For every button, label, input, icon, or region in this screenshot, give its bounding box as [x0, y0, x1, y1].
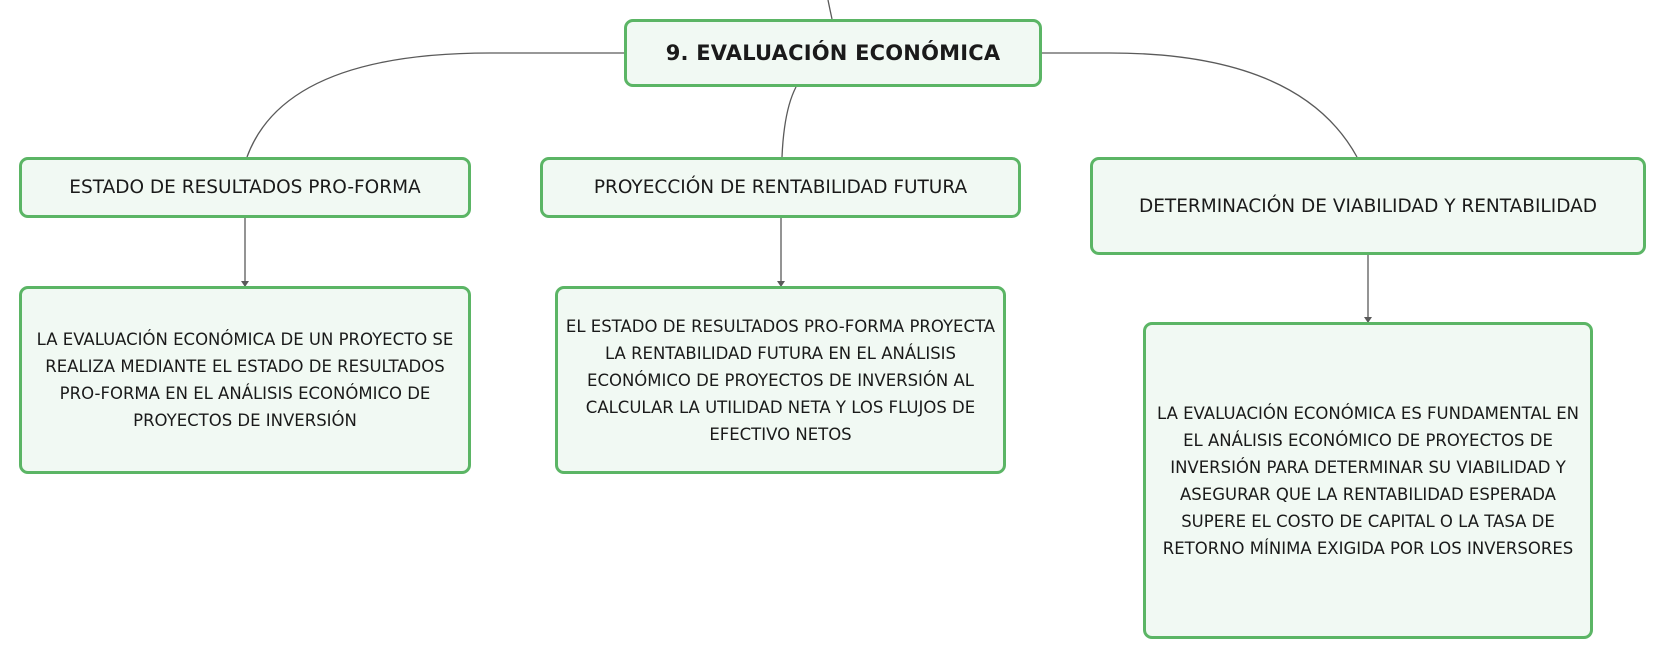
topic-node-label: ESTADO DE RESULTADOS PRO-FORMA: [69, 177, 421, 198]
arrowhead-icon: [241, 281, 249, 287]
root-node[interactable]: 9. EVALUACIÓN ECONÓMICA: [624, 19, 1042, 87]
topic-node-viabilidad-rentabilidad[interactable]: DETERMINACIÓN DE VIABILIDAD Y RENTABILID…: [1090, 157, 1646, 255]
detail-node-text: LA EVALUACIÓN ECONÓMICA DE UN PROYECTO S…: [36, 330, 454, 430]
topic-node-label: PROYECCIÓN DE RENTABILIDAD FUTURA: [593, 177, 968, 198]
topic-node-estado-de-resultados[interactable]: ESTADO DE RESULTADOS PRO-FORMA: [19, 157, 471, 218]
arrowhead-icon: [777, 281, 785, 287]
connector-root-to-topic-1: [246, 52, 624, 158]
connector-root-to-topic-2: [781, 86, 797, 158]
arrowhead-icon: [1364, 317, 1372, 323]
root-node-label: 9. EVALUACIÓN ECONÓMICA: [665, 41, 1001, 65]
incoming-connector: [827, 0, 833, 20]
detail-node-text: LA EVALUACIÓN ECONÓMICA ES FUNDAMENTAL E…: [1157, 403, 1579, 558]
topic-node-proyeccion-rentabilidad[interactable]: PROYECCIÓN DE RENTABILIDAD FUTURA: [540, 157, 1021, 218]
connector-root-to-topic-3: [1042, 52, 1358, 158]
detail-node-proyeccion-rentabilidad[interactable]: EL ESTADO DE RESULTADOS PRO-FORMA PROYEC…: [555, 286, 1006, 474]
detail-node-estado-de-resultados[interactable]: LA EVALUACIÓN ECONÓMICA DE UN PROYECTO S…: [19, 286, 471, 474]
detail-node-viabilidad-rentabilidad[interactable]: LA EVALUACIÓN ECONÓMICA ES FUNDAMENTAL E…: [1143, 322, 1593, 639]
topic-node-label: DETERMINACIÓN DE VIABILIDAD Y RENTABILID…: [1138, 195, 1598, 217]
detail-node-text: EL ESTADO DE RESULTADOS PRO-FORMA PROYEC…: [565, 316, 996, 444]
